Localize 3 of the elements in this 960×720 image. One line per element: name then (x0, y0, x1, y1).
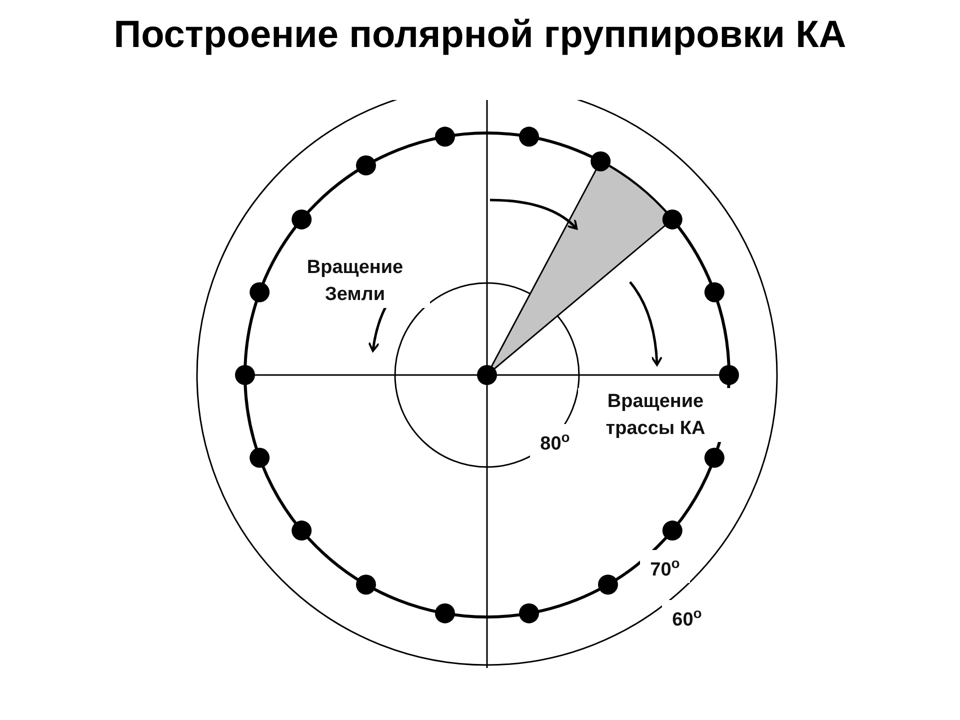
rotation-label: Вращение трассы КА (578, 388, 733, 442)
diagram-title: Построение полярной группировки КА (112, 14, 848, 57)
latitude-label: 70$^{o}$ (640, 550, 690, 584)
